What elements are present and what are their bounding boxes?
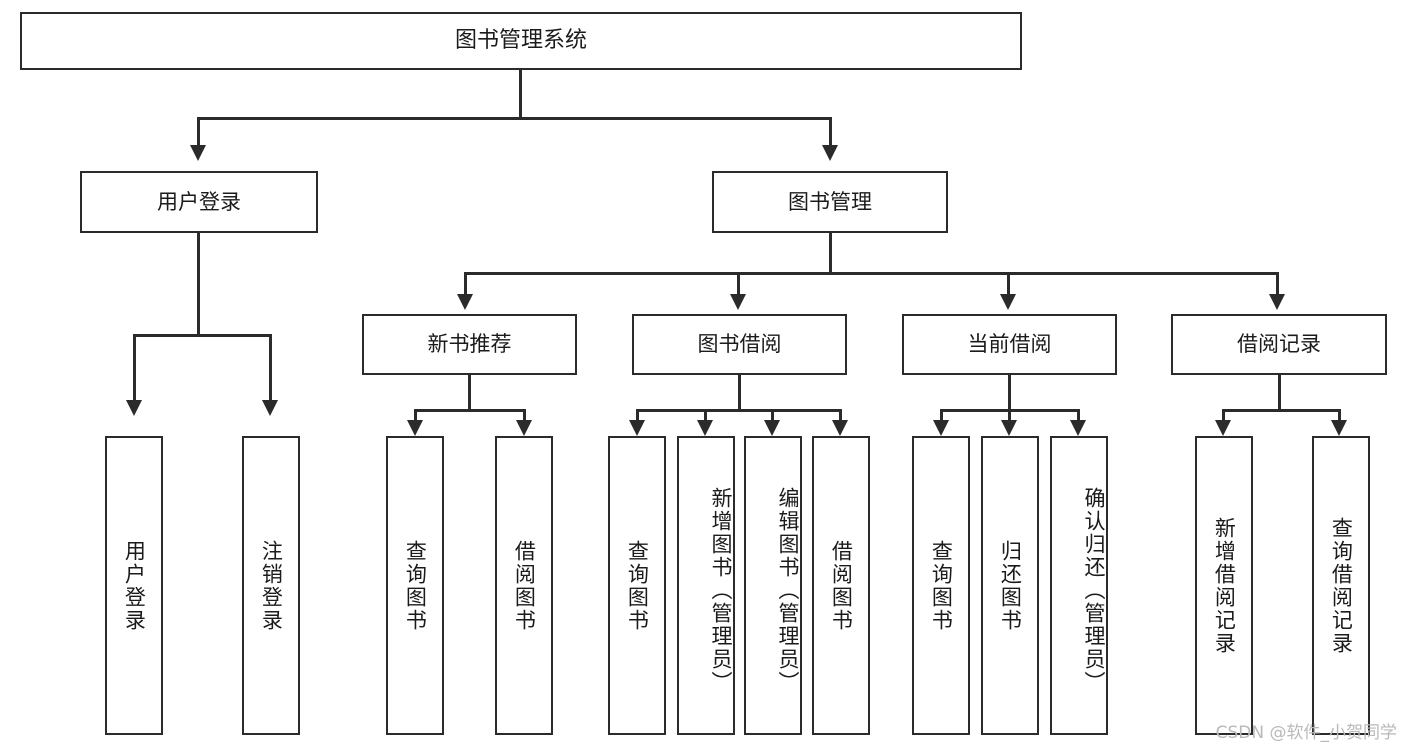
edge-user-login-bus <box>133 334 272 337</box>
edge-user-login-stem <box>197 233 200 335</box>
edge-nbr-stem <box>468 375 471 410</box>
node-leaf-query-book-3-label: 查询图书 <box>929 539 954 632</box>
arrowhead-leaf-add-book <box>697 420 713 436</box>
node-new-book-recommend[interactable]: 新书推荐 <box>362 314 577 375</box>
edge-root-to-book-management <box>829 117 832 147</box>
arrowhead-leaf-logout-login <box>262 400 278 416</box>
arrowhead-user-login <box>190 145 206 161</box>
edge-cb-to-leaf-1 <box>940 409 943 423</box>
edge-root-stem <box>519 70 522 118</box>
node-leaf-query-record[interactable]: 查询借阅记录 <box>1312 436 1370 735</box>
arrowhead-book-borrow <box>730 294 746 310</box>
arrowhead-leaf-query-book-2 <box>629 420 645 436</box>
node-user-login[interactable]: 用户登录 <box>80 171 318 233</box>
edge-bm-to-current-borrow <box>1007 272 1010 296</box>
node-leaf-add-record-label: 新增借阅记录 <box>1212 516 1237 655</box>
node-borrow-record-label: 借阅记录 <box>1237 332 1321 357</box>
node-leaf-query-book-3[interactable]: 查询图书 <box>912 436 970 735</box>
node-leaf-edit-book[interactable]: 编辑图书（管理员） <box>744 436 802 735</box>
edge-root-to-user-login <box>197 117 200 147</box>
edge-user-login-to-leaf-1 <box>133 334 136 402</box>
node-borrow-record[interactable]: 借阅记录 <box>1171 314 1387 375</box>
arrowhead-leaf-edit-book <box>764 420 780 436</box>
node-leaf-query-book-1-label: 查询图书 <box>403 539 428 632</box>
edge-bm-to-book-borrow <box>737 272 740 296</box>
node-leaf-borrow-book-1-label: 借阅图书 <box>512 539 537 632</box>
node-leaf-user-login[interactable]: 用户登录 <box>105 436 163 735</box>
arrowhead-leaf-borrow-book-2 <box>832 420 848 436</box>
edge-br-to-leaf-2 <box>1338 409 1341 423</box>
arrowhead-leaf-query-book-1 <box>407 420 423 436</box>
node-book-borrow-label: 图书借阅 <box>697 332 782 357</box>
arrowhead-leaf-add-record <box>1215 420 1231 436</box>
edge-nbr-bus <box>414 409 526 412</box>
node-current-borrow-label: 当前借阅 <box>967 332 1052 357</box>
edge-bb-bus <box>636 409 842 412</box>
edge-book-management-bus <box>464 272 1279 275</box>
node-leaf-borrow-book-1[interactable]: 借阅图书 <box>495 436 553 735</box>
arrowhead-leaf-return-book <box>1001 420 1017 436</box>
edge-cb-to-leaf-2 <box>1008 409 1011 423</box>
node-leaf-query-book-2[interactable]: 查询图书 <box>608 436 666 735</box>
node-leaf-edit-book-label: 编辑图书（管理员） <box>776 487 800 694</box>
arrowhead-leaf-query-book-3 <box>933 420 949 436</box>
node-leaf-add-record[interactable]: 新增借阅记录 <box>1195 436 1253 735</box>
edge-br-stem <box>1278 375 1281 410</box>
node-book-management[interactable]: 图书管理 <box>712 171 948 233</box>
arrowhead-new-book-recommend <box>457 294 473 310</box>
node-leaf-query-book-2-label: 查询图书 <box>625 539 650 632</box>
node-root[interactable]: 图书管理系统 <box>20 12 1022 70</box>
edge-br-to-leaf-1 <box>1222 409 1225 423</box>
arrowhead-leaf-query-record <box>1331 420 1347 436</box>
arrowhead-leaf-user-login <box>126 400 142 416</box>
edge-nbr-to-leaf-1 <box>414 409 417 423</box>
node-book-management-label: 图书管理 <box>788 189 872 214</box>
node-leaf-query-record-label: 查询借阅记录 <box>1329 516 1354 655</box>
node-leaf-borrow-book-2-label: 借阅图书 <box>829 539 854 632</box>
node-leaf-add-book[interactable]: 新增图书（管理员） <box>677 436 735 735</box>
node-leaf-confirm-return[interactable]: 确认归还（管理员） <box>1050 436 1108 735</box>
node-current-borrow[interactable]: 当前借阅 <box>902 314 1117 375</box>
node-user-login-label: 用户登录 <box>157 189 241 214</box>
edge-br-bus <box>1222 409 1340 412</box>
edge-cb-stem <box>1008 375 1011 410</box>
arrowhead-borrow-record <box>1269 294 1285 310</box>
node-root-label: 图书管理系统 <box>454 28 587 54</box>
arrowhead-leaf-borrow-book-1 <box>516 420 532 436</box>
node-leaf-user-login-label: 用户登录 <box>122 539 147 632</box>
edge-user-login-to-leaf-2 <box>269 334 272 402</box>
csdn-watermark: CSDN @软件_小贺同学 <box>1215 723 1397 743</box>
node-new-book-recommend-label: 新书推荐 <box>427 332 512 357</box>
edge-bm-to-borrow-record <box>1276 272 1279 296</box>
edge-bb-to-leaf-3 <box>771 409 774 423</box>
node-leaf-return-book-label: 归还图书 <box>998 539 1023 632</box>
node-leaf-add-book-label: 新增图书（管理员） <box>709 487 733 694</box>
edge-cb-to-leaf-3 <box>1077 409 1080 423</box>
edge-book-management-stem <box>829 233 832 274</box>
node-leaf-borrow-book-2[interactable]: 借阅图书 <box>812 436 870 735</box>
edge-root-bus <box>197 117 832 120</box>
arrowhead-book-management <box>822 145 838 161</box>
edge-bb-to-leaf-2 <box>704 409 707 423</box>
edge-nbr-to-leaf-2 <box>523 409 526 423</box>
node-leaf-return-book[interactable]: 归还图书 <box>981 436 1039 735</box>
arrowhead-leaf-confirm-return <box>1070 420 1086 436</box>
node-leaf-confirm-return-label: 确认归还（管理员） <box>1082 487 1106 694</box>
node-leaf-logout-login-label: 注销登录 <box>259 539 284 632</box>
node-leaf-logout-login[interactable]: 注销登录 <box>242 436 300 735</box>
edge-bb-to-leaf-4 <box>839 409 842 423</box>
edge-bb-to-leaf-1 <box>636 409 639 423</box>
edge-bm-to-new-book-recommend <box>464 272 467 296</box>
node-book-borrow[interactable]: 图书借阅 <box>632 314 847 375</box>
edge-bb-stem <box>738 375 741 410</box>
arrowhead-current-borrow <box>1000 294 1016 310</box>
node-leaf-query-book-1[interactable]: 查询图书 <box>386 436 444 735</box>
